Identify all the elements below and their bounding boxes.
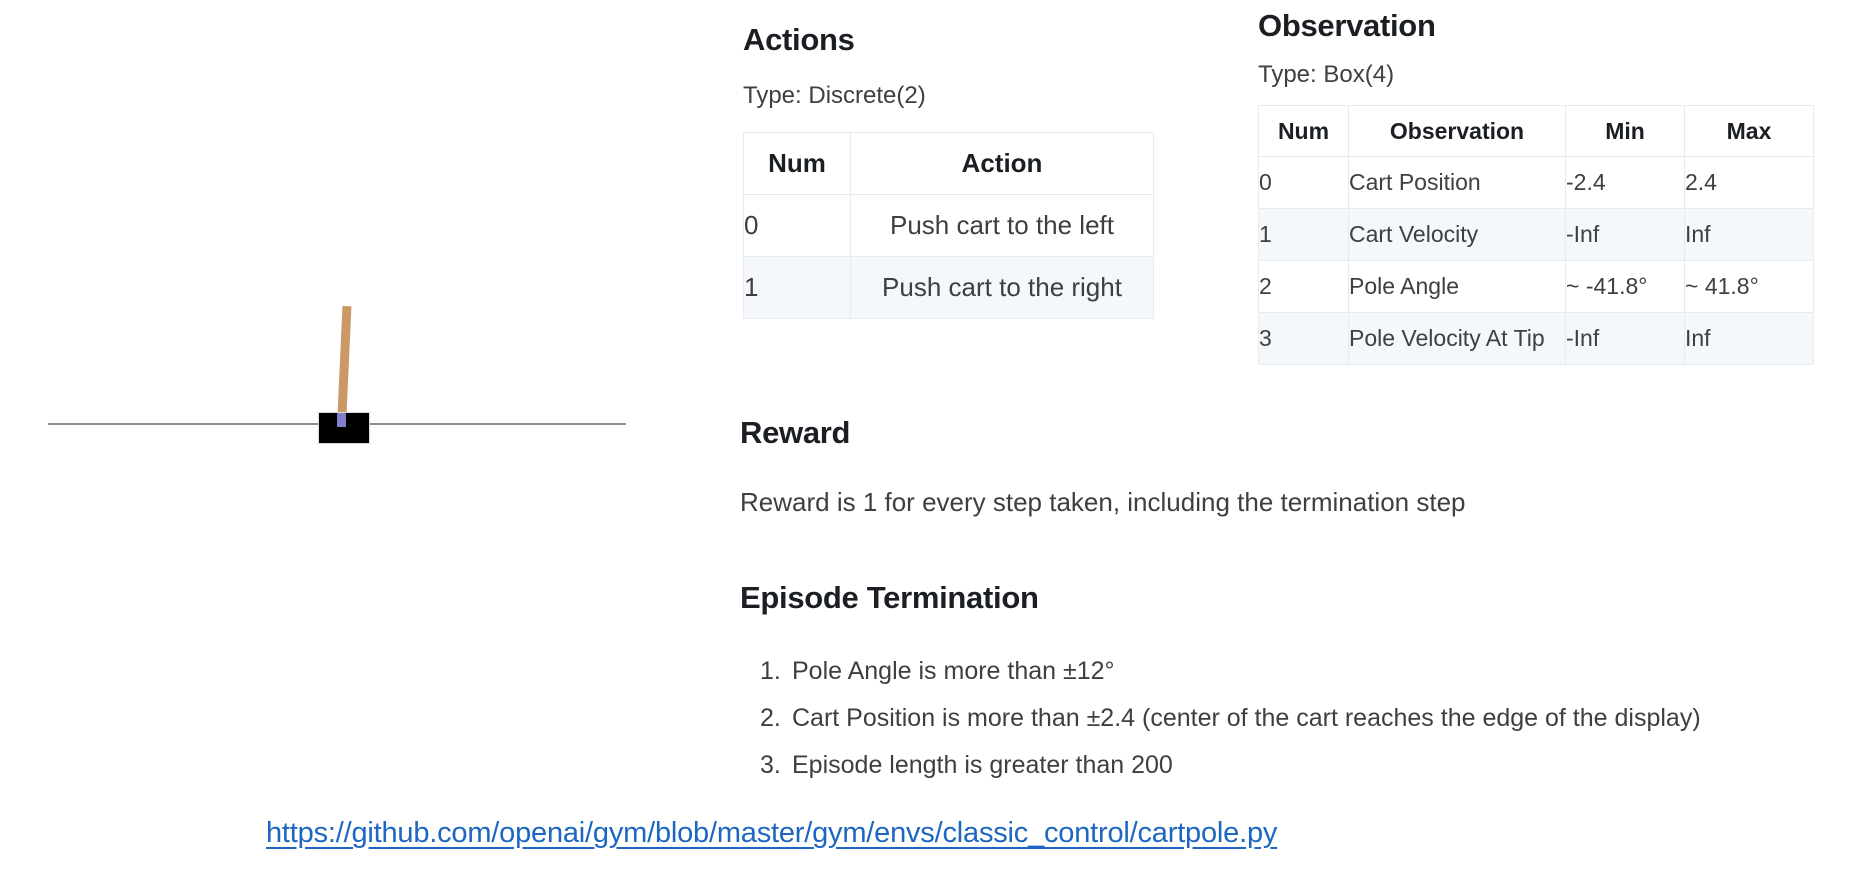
list-item-number: 2. [760, 704, 781, 732]
table-row: 1 Push cart to the right [743, 256, 1154, 319]
observation-table-wrapper: Num Observation Min Max 0 Cart Position … [1258, 105, 1814, 365]
observation-col-num: Num [1258, 105, 1349, 157]
source-url-link[interactable]: https://github.com/openai/gym/blob/maste… [266, 817, 1278, 849]
observation-cell-min: ~ -41.8° [1565, 260, 1685, 313]
table-row: 3 Pole Velocity At Tip -Inf Inf [1258, 312, 1814, 365]
table-row: 1 Cart Velocity -Inf Inf [1258, 208, 1814, 261]
observation-cell-max: ~ 41.8° [1684, 260, 1814, 313]
actions-col-action: Action [850, 132, 1154, 195]
list-item-text: Cart Position is more than ±2.4 (center … [792, 704, 1701, 732]
observation-cell-obs: Pole Velocity At Tip [1348, 312, 1566, 365]
observation-cell-min: -Inf [1565, 208, 1685, 261]
actions-cell-action: Push cart to the right [850, 256, 1154, 319]
actions-table-wrapper: Num Action 0 Push cart to the left 1 Pus… [743, 132, 1154, 319]
actions-cell-num: 0 [743, 194, 851, 257]
list-item: 2. Cart Position is more than ±2.4 (cente… [760, 695, 1701, 742]
observation-cell-num: 3 [1258, 312, 1349, 365]
observation-col-min: Min [1565, 105, 1685, 157]
actions-table: Num Action 0 Push cart to the left 1 Pus… [743, 132, 1154, 319]
reward-heading: Reward [740, 415, 851, 450]
list-item: 3. Episode length is greater than 200 [760, 742, 1701, 789]
observation-cell-obs: Cart Velocity [1348, 208, 1566, 261]
observation-heading: Observation [1258, 8, 1436, 43]
observation-type-label: Type: Box(4) [1258, 61, 1395, 88]
list-item-number: 3. [760, 751, 781, 779]
observation-cell-obs: Cart Position [1348, 156, 1566, 209]
observation-cell-obs: Pole Angle [1348, 260, 1566, 313]
actions-col-num: Num [743, 132, 851, 195]
pole-shape [337, 305, 352, 427]
actions-heading: Actions [743, 22, 855, 57]
pole-axle-joint [337, 413, 346, 427]
observation-cell-max: Inf [1684, 312, 1814, 365]
list-item-text: Episode length is greater than 200 [792, 751, 1173, 779]
observation-cell-min: -Inf [1565, 312, 1685, 365]
actions-cell-action: Push cart to the left [850, 194, 1154, 257]
actions-cell-num: 1 [743, 256, 851, 319]
cart-shape [318, 412, 370, 444]
table-row: 0 Push cart to the left [743, 194, 1154, 257]
observation-col-max: Max [1684, 105, 1814, 157]
observation-cell-min: -2.4 [1565, 156, 1685, 209]
episode-termination-list: 1. Pole Angle is more than ±12° 2. Cart Po… [760, 648, 1701, 789]
observation-table: Num Observation Min Max 0 Cart Position … [1258, 105, 1814, 365]
table-header-row: Num Observation Min Max [1258, 105, 1814, 157]
list-item: 1. Pole Angle is more than ±12° [760, 648, 1701, 695]
table-row: 0 Cart Position -2.4 2.4 [1258, 156, 1814, 209]
episode-termination-heading: Episode Termination [740, 580, 1039, 615]
observation-cell-max: 2.4 [1684, 156, 1814, 209]
cartpole-environment-illustration [0, 230, 680, 490]
reward-description: Reward is 1 for every step taken, includ… [740, 487, 1466, 517]
observation-cell-num: 1 [1258, 208, 1349, 261]
table-row: 2 Pole Angle ~ -41.8° ~ 41.8° [1258, 260, 1814, 313]
observation-col-obs: Observation [1348, 105, 1566, 157]
actions-type-label: Type: Discrete(2) [743, 82, 926, 109]
observation-cell-num: 0 [1258, 156, 1349, 209]
observation-cell-num: 2 [1258, 260, 1349, 313]
table-header-row: Num Action [743, 132, 1154, 195]
list-item-text: Pole Angle is more than ±12° [792, 657, 1115, 685]
list-item-number: 1. [760, 657, 781, 685]
observation-cell-max: Inf [1684, 208, 1814, 261]
